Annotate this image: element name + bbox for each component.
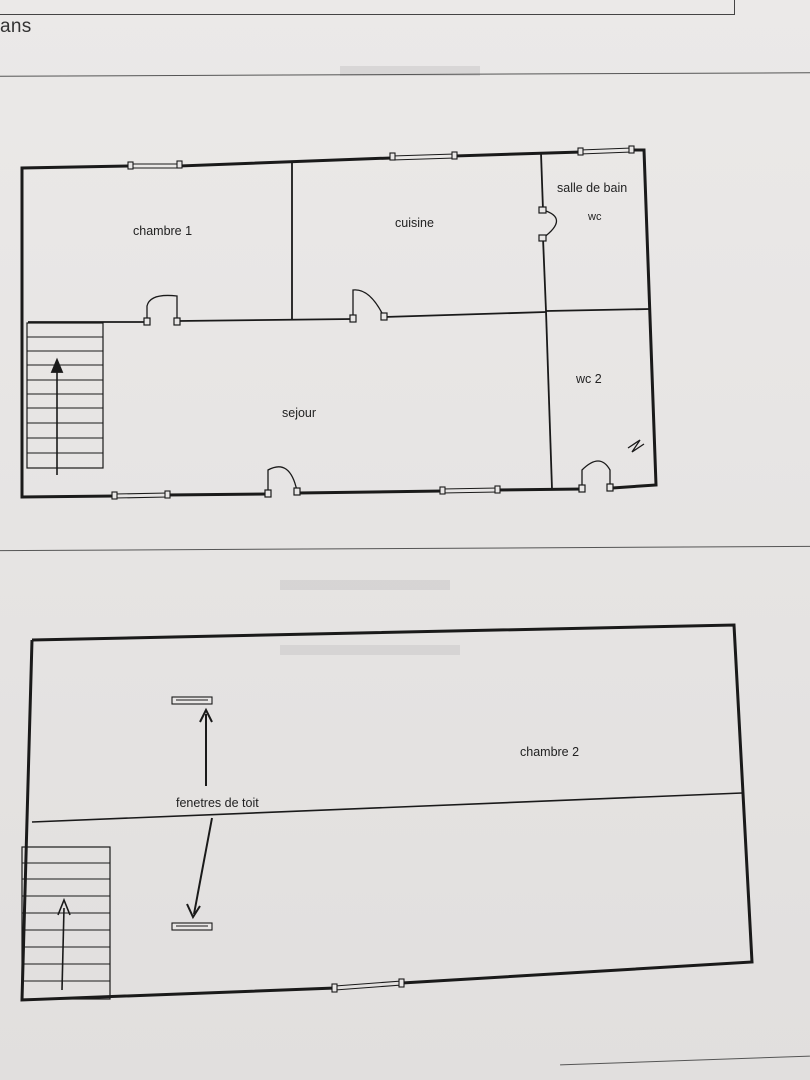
wall-cuisine-sdb: [540, 152, 544, 211]
room-label-salle-de-bain: salle de bain: [557, 181, 628, 195]
room-label-wc-2: wc 2: [576, 372, 602, 386]
annotation-arrow: [193, 817, 213, 915]
ground-floor-outer-wall: [496, 487, 584, 492]
stairs-arrow: [61, 907, 65, 991]
wall-wc2-left: [545, 310, 553, 490]
upper-floor-knee-wall: [31, 792, 743, 823]
wall-sdb-bottom: [545, 308, 651, 312]
ground-floor-outer-wall: [20, 494, 117, 499]
window: [439, 485, 501, 495]
ground-floor-outer-wall: [178, 156, 392, 168]
room-label-chambre-1: chambre 1: [133, 224, 193, 238]
room-label-cuisine: cuisine: [395, 216, 434, 230]
door-cuisine: [352, 289, 385, 319]
bleed-through: [280, 580, 450, 590]
bleed-through: [280, 645, 460, 655]
upper-floor-outer-wall: [31, 623, 754, 985]
room-label-sejour: sejour: [282, 406, 317, 420]
annotation-fenetres-de-toit: fenetres de toit: [176, 796, 259, 810]
roof-window: [171, 922, 213, 931]
room-label-wc: wc: [588, 211, 602, 223]
wall-corridor: [177, 318, 354, 322]
ground-floor-outer-wall: [610, 148, 658, 490]
window: [331, 978, 405, 993]
ground-floor-outer-wall: [20, 164, 132, 499]
door-entry: [267, 466, 298, 494]
stairs-upper: [21, 846, 111, 1000]
door-chambre1: [146, 294, 178, 322]
header-text: ans: [0, 16, 32, 37]
door-wc2: [581, 460, 611, 489]
electrical-symbol: [627, 439, 645, 453]
ground-floor-outer-wall: [166, 492, 270, 497]
room-label-chambre-2: chambre 2: [520, 745, 580, 759]
roof-window: [171, 696, 213, 705]
ground-floor-outer-wall: [298, 489, 444, 495]
header-box: [0, 0, 735, 15]
bleed-through: [340, 66, 480, 76]
door-wc: [542, 209, 558, 239]
window: [389, 151, 458, 161]
wall-cuisine-sdb: [542, 237, 547, 312]
window: [111, 490, 171, 500]
window: [577, 145, 635, 156]
upper-floor-outer-wall: [20, 639, 336, 1002]
window: [127, 160, 183, 170]
wall-corridor: [383, 311, 547, 318]
ground-floor-outer-wall: [453, 150, 582, 158]
stairs-ground: [26, 322, 104, 469]
